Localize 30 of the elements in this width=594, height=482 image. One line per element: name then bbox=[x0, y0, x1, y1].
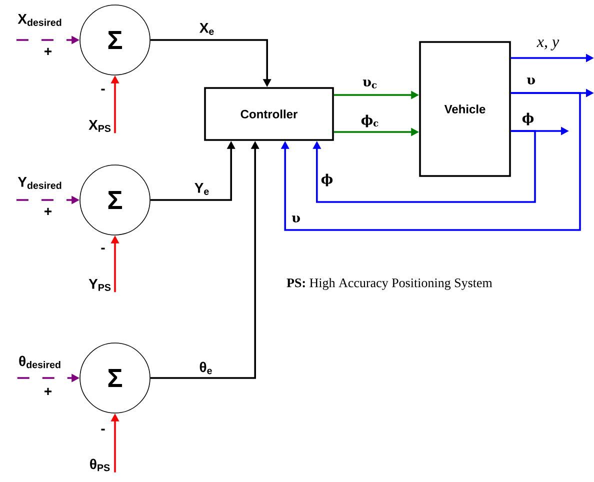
controller-box: Controller bbox=[204, 87, 334, 141]
signal-label: Y$_{PS}$ bbox=[88, 279, 111, 291]
circle-sum: Σ bbox=[80, 164, 150, 236]
note: PS: High Accuracy Positioning System bbox=[286, 278, 492, 290]
signal-label: X$_{PS}$ bbox=[88, 120, 111, 132]
edge-label: Y$_{e}$ bbox=[194, 183, 209, 195]
edge-label: x, y bbox=[536, 40, 560, 50]
edge-label: + bbox=[44, 388, 52, 395]
circle-sum: Σ bbox=[80, 4, 150, 76]
signal-label: X$_{desired}$ bbox=[18, 14, 62, 26]
signal-label: θ$_{PS}$ bbox=[90, 458, 110, 472]
edge-label: - bbox=[101, 428, 105, 430]
arrow bbox=[312, 130, 536, 203]
signal-label: Y$_{desired}$ bbox=[18, 177, 62, 189]
edge-label: θ$_{e}$ bbox=[200, 362, 212, 374]
vehicle-box: Vehicle bbox=[419, 41, 511, 177]
edge-label: ϕ bbox=[522, 112, 534, 126]
edge-label: + bbox=[44, 48, 52, 55]
arrow bbox=[280, 92, 581, 231]
edge-label: υ bbox=[526, 78, 535, 84]
edge-label: X$_{e}$ bbox=[199, 23, 214, 35]
signal-label: θ$_{desired}$ bbox=[19, 356, 60, 368]
edge-label: - bbox=[101, 248, 105, 250]
edge-label: υ$_{c}$ bbox=[362, 80, 377, 88]
edge-label: - bbox=[101, 88, 105, 90]
edge-label: ϕ bbox=[321, 174, 333, 186]
edge-label: + bbox=[44, 208, 52, 215]
circle-sum: Σ bbox=[80, 342, 150, 414]
edge-label: ϕ$_{c}$ bbox=[361, 114, 378, 128]
edge-label: υ bbox=[292, 216, 300, 222]
